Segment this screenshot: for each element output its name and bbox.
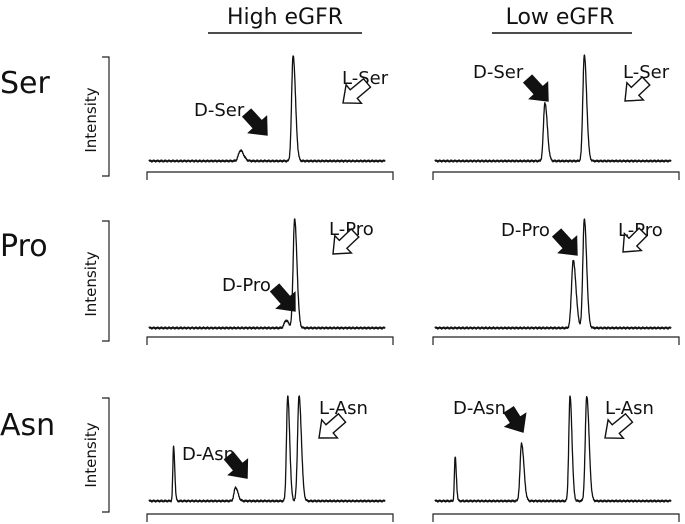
panel-asn-low-egfr-arrow-d-asn-filled: [503, 406, 527, 433]
panel-asn-high-egfr-arrow-d-asn-filled: [223, 451, 249, 479]
panel-ser-high-egfr-arrow-l-ser-open: [342, 77, 372, 105]
panel-pro-high-egfr-arrow-l-pro-open: [332, 228, 360, 255]
panel-ser-low-egfr-x-axis: [432, 171, 680, 180]
panel-pro-low-egfr-trace: [434, 218, 672, 330]
column-header-high-label: High eGFR: [227, 5, 343, 30]
panel-pro-high-egfr: D-ProL-Pro: [146, 218, 394, 345]
panel-ser-high-egfr: D-Ser L-Ser: [146, 55, 394, 180]
panel-ser-high-egfr-trace: [148, 55, 386, 163]
panel-pro-high-egfr-label-d-pro: D-Pro: [222, 275, 271, 296]
panel-pro-low-egfr-x-axis: [432, 336, 680, 345]
column-header-low: Low eGFR: [492, 5, 632, 34]
panel-asn-low-egfr-arrow-l-asn-open: [604, 412, 634, 440]
panel-ser-low-egfr-label-d-ser: D-Ser: [473, 62, 524, 83]
y-axis-label-asn: Intensity: [82, 422, 100, 487]
panel-asn-low-egfr: D-Asn L-Asn: [432, 395, 680, 522]
column-header-low-label: Low eGFR: [506, 5, 615, 30]
column-header-high: High eGFR: [208, 5, 362, 34]
row-label-asn: Asn: [0, 408, 55, 443]
panel-pro-low-egfr-arrow-d-pro-filled: [551, 228, 578, 256]
panel-pro-low-egfr: D-ProL-Pro: [432, 218, 680, 345]
y-axis-bracket-asn: [102, 397, 110, 513]
panel-ser-low-egfr-label-l-ser: L-Ser: [623, 62, 670, 83]
panel-ser-low-egfr-arrow-d-ser-filled: [522, 74, 549, 102]
panel-asn-high-egfr-trace: [148, 395, 386, 503]
panel-asn-high-egfr-arrow-l-asn-open: [318, 412, 347, 439]
panel-asn-low-egfr-trace: [434, 395, 672, 503]
panel-pro-high-egfr-arrow-d-pro-filled: [269, 283, 296, 312]
panel-pro-low-egfr-arrow-l-pro-open: [622, 227, 648, 253]
panel-pro-high-egfr-trace: [148, 218, 386, 330]
panel-ser-low-egfr-arrow-l-ser-open: [624, 76, 651, 102]
panel-pro-high-egfr-x-axis: [146, 336, 394, 345]
y-axis-label-pro: Intensity: [82, 251, 100, 316]
panel-asn-high-egfr-label-d-asn: D-Asn: [182, 444, 235, 465]
y-axis-label-ser: Intensity: [82, 87, 100, 152]
panel-ser-high-egfr-arrow-d-ser-filled: [241, 108, 268, 136]
panel-ser-low-egfr-trace: [434, 54, 672, 163]
panel-ser-high-egfr-x-axis: [146, 171, 394, 180]
row-label-pro: Pro: [0, 229, 48, 264]
chromatogram-panels: D-SerL-SerD-SerL-SerD-ProL-ProD-ProL-Pro…: [146, 54, 680, 522]
panel-asn-low-egfr-x-axis: [432, 513, 680, 522]
panel-ser-high-egfr-label-d-ser: D-Ser: [194, 100, 245, 121]
panel-pro-low-egfr-label-d-pro: D-Pro: [501, 220, 550, 241]
panel-asn-high-egfr-x-axis: [146, 513, 394, 522]
row-label-ser: Ser: [0, 66, 51, 101]
panel-ser-high-egfr-label-l-ser: L-Ser: [342, 68, 389, 89]
panel-asn-high-egfr: D-Asn L-Asn: [146, 395, 394, 522]
panel-asn-low-egfr-label-l-asn: L-Asn: [605, 398, 654, 419]
panel-asn-low-egfr-label-d-asn: D-Asn: [453, 398, 506, 419]
panel-asn-high-egfr-label-l-asn: L-Asn: [319, 398, 368, 419]
y-axis-bracket-ser: [102, 56, 110, 177]
panel-ser-low-egfr: D-Ser L-Ser: [432, 54, 680, 180]
y-axis-bracket-pro: [102, 220, 110, 342]
